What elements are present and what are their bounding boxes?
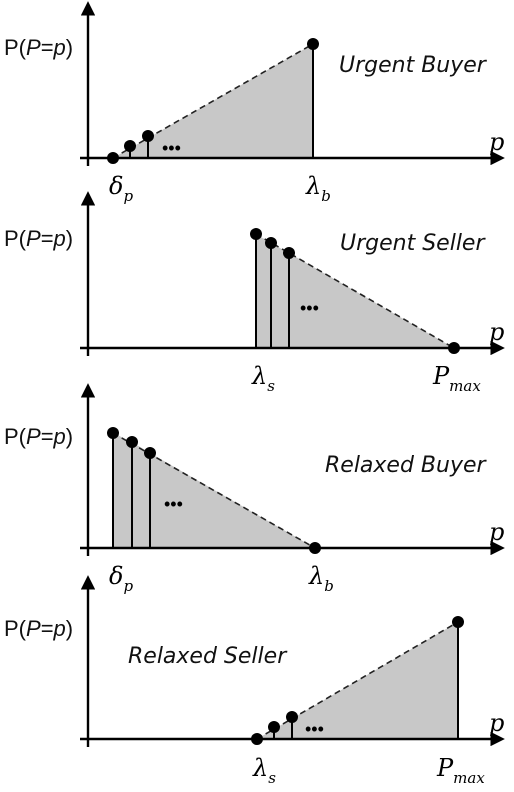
panel-urgent-buyer: ••• P(P=p) p Urgent Buyer δp λb	[4, 1, 505, 205]
probability-point	[307, 38, 319, 50]
tick-label-lambda-s: λs	[252, 754, 276, 787]
y-axis-label: P(P=p)	[4, 226, 73, 251]
tick-label-lambda-b: λb	[305, 172, 331, 205]
dashed-trend-line	[256, 621, 459, 740]
ellipsis-dots: •••	[164, 494, 183, 514]
tick-label-p-max: Pmax	[436, 754, 485, 787]
probability-point	[265, 237, 277, 249]
dashed-trend-line	[112, 43, 314, 159]
probability-point	[251, 733, 263, 745]
panel-relaxed-buyer: ••• P(P=p) p Relaxed Buyer δp λb	[4, 383, 505, 595]
probability-point	[283, 247, 295, 259]
tick-label-lambda-b: λb	[308, 562, 334, 595]
tick-label-p-max: Pmax	[432, 362, 481, 395]
probability-point	[107, 427, 119, 439]
tick-label-delta-p: δp	[109, 172, 133, 205]
probability-point	[142, 130, 154, 142]
ellipsis-dots: •••	[300, 298, 319, 318]
panel-title: Relaxed Seller	[128, 644, 288, 669]
x-axis-label: p	[489, 518, 504, 546]
x-axis-label: p	[489, 709, 504, 737]
dashed-trend-line	[255, 233, 455, 349]
probability-point	[286, 711, 298, 723]
probability-point	[268, 721, 280, 733]
panel-title: Urgent Seller	[340, 231, 486, 256]
panel-urgent-seller: ••• P(P=p) p Urgent Seller λs Pmax	[4, 191, 505, 395]
probability-point	[144, 447, 156, 459]
panel-title: Urgent Buyer	[339, 53, 488, 78]
tick-label-lambda-s: λs	[251, 362, 275, 395]
probability-point	[452, 616, 464, 628]
probability-point	[250, 228, 262, 240]
tick-label-delta-p: δp	[109, 562, 133, 595]
probability-point	[107, 152, 119, 164]
probability-point	[448, 342, 460, 354]
dashed-trend-line	[112, 432, 316, 549]
panel-relaxed-seller: ••• P(P=p) p Relaxed Seller λs Pmax	[4, 575, 505, 787]
panel-title: Relaxed Buyer	[325, 453, 488, 478]
probability-point	[124, 140, 136, 152]
ellipsis-dots: •••	[162, 138, 181, 158]
x-axis-label: p	[489, 318, 504, 346]
ellipsis-dots: •••	[305, 719, 324, 739]
y-axis-label: P(P=p)	[4, 616, 73, 641]
y-axis-label: P(P=p)	[4, 424, 73, 449]
x-axis-label: p	[489, 128, 504, 156]
y-axis-label: P(P=p)	[4, 35, 73, 60]
probability-point	[309, 542, 321, 554]
probability-point	[126, 436, 138, 448]
